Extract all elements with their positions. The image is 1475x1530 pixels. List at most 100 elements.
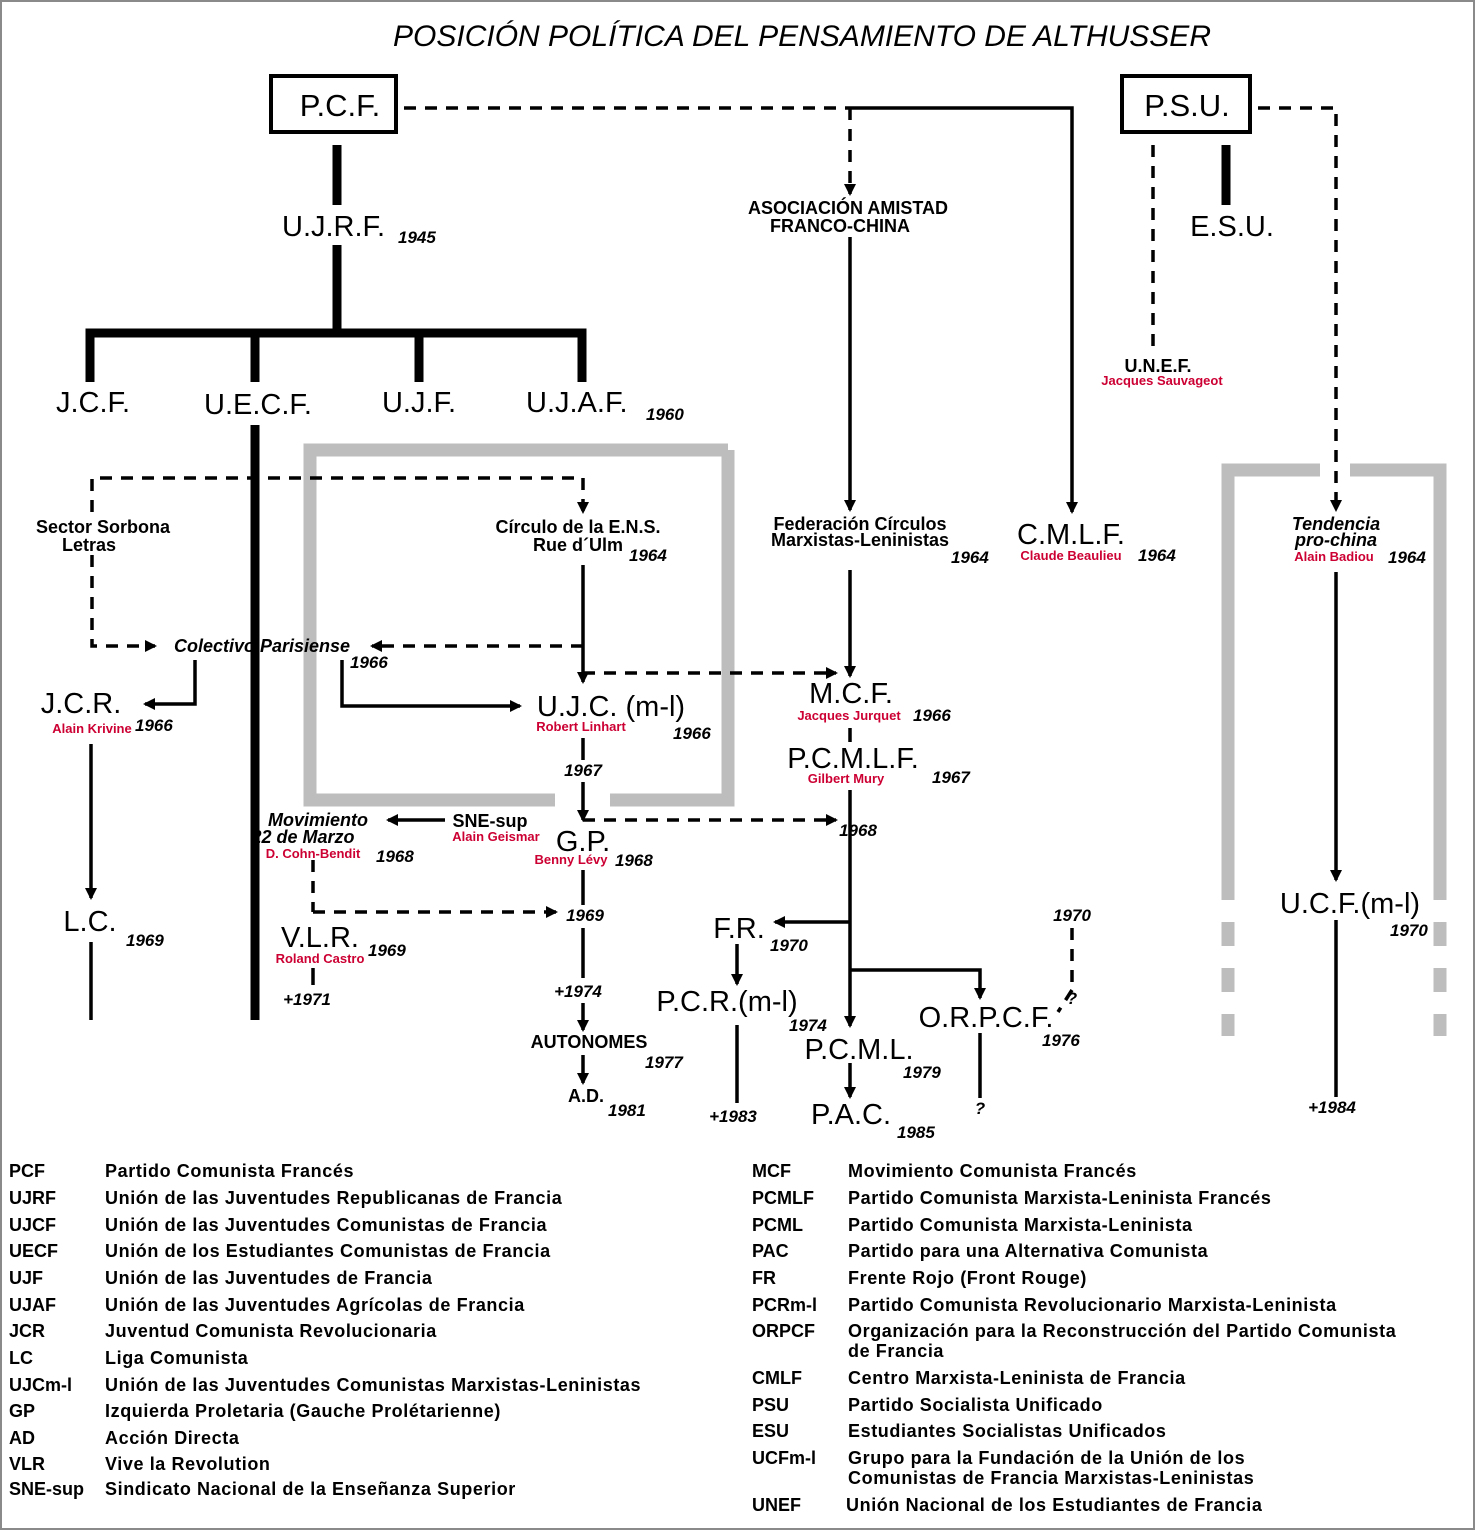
ens-label-2[interactable]: Rue d´Ulm xyxy=(533,535,623,555)
pcml-year: 1979 xyxy=(903,1063,941,1082)
cmlf-label[interactable]: C.M.L.F. xyxy=(1017,519,1125,551)
ujaf-year: 1960 xyxy=(646,405,684,424)
asoc-label-1[interactable]: ASOCIACIÓN AMISTAD xyxy=(748,197,948,218)
legend-abbr: PAC xyxy=(752,1241,789,1261)
legend-abbr: PSU xyxy=(752,1395,789,1415)
gp-end: +1974 xyxy=(554,982,602,1001)
vlr-person: Roland Castro xyxy=(276,951,365,966)
vlr-end: +1971 xyxy=(283,990,331,1009)
legend-def: Centro Marxista-Leninista de Francia xyxy=(848,1368,1186,1388)
mov-label-2[interactable]: 22 de Marzo xyxy=(250,827,354,847)
gp-label[interactable]: G.P. xyxy=(556,826,610,858)
ujaf-label[interactable]: U.J.A.F. xyxy=(526,387,628,419)
pcmlf-gp-year: 1968 xyxy=(839,821,877,840)
pcmlf-to-orpcf-line xyxy=(850,968,986,1000)
legend-def: Unión de las Juventudes Comunistas de Fr… xyxy=(105,1215,547,1235)
sorbona-label-1[interactable]: Sector Sorbona xyxy=(36,517,171,537)
unef-person: Jacques Sauvageot xyxy=(1101,373,1223,388)
pcf-box[interactable] xyxy=(269,74,398,134)
pcr-year: 1974 xyxy=(789,1016,827,1035)
pac-label[interactable]: P.A.C. xyxy=(811,1099,891,1131)
legend-abbr: UJAF xyxy=(9,1295,56,1315)
ujc-gp-year: 1967 xyxy=(564,761,603,780)
legend-abbr: ORPCF xyxy=(752,1321,815,1341)
lc-label[interactable]: L.C. xyxy=(63,906,116,938)
legend-abbr: ESU xyxy=(752,1421,789,1441)
orpcf-question-2: ? xyxy=(975,1099,986,1118)
pcf-label[interactable]: P.C.F. xyxy=(300,88,380,123)
legend-abbr: CMLF xyxy=(752,1368,802,1388)
legend-def: Organización para la Reconstrucción del … xyxy=(848,1321,1397,1341)
psu-label[interactable]: P.S.U. xyxy=(1144,88,1230,123)
snesup-label[interactable]: SNE-sup xyxy=(452,811,527,831)
diagram-title: POSICIÓN POLÍTICA DEL PENSAMIENTO DE ALT… xyxy=(393,20,1211,53)
legend-def: Partido para una Alternativa Comunista xyxy=(848,1241,1209,1261)
cmlf-person: Claude Beaulieu xyxy=(1020,548,1121,563)
legend-def: Vive la Revolution xyxy=(105,1454,271,1474)
fr-label[interactable]: F.R. xyxy=(713,913,765,945)
ens-sorbona-dashed-line xyxy=(90,476,589,514)
thick-lines xyxy=(85,145,1231,1020)
legend-right: MCF Movimiento Comunista Francés PCMLF P… xyxy=(752,1161,1397,1515)
ujc-label[interactable]: U.J.C. (m-l) xyxy=(537,691,685,723)
autonomes-year: 1977 xyxy=(645,1053,684,1072)
unef-label[interactable]: U.N.E.F. xyxy=(1124,356,1191,376)
vlr-label[interactable]: V.L.R. xyxy=(281,922,359,954)
ad-year: 1981 xyxy=(608,1101,646,1120)
pcmlf-year: 1967 xyxy=(932,768,971,787)
colectivo-to-jcr-line xyxy=(143,660,197,710)
asoc-label-2[interactable]: FRANCO-CHINA xyxy=(770,216,910,236)
ujrf-label[interactable]: U.J.R.F. xyxy=(282,211,385,243)
esu-label[interactable]: E.S.U. xyxy=(1190,211,1274,243)
mcf-person: Jacques Jurquet xyxy=(797,708,901,723)
legend-def: Partido Comunista Francés xyxy=(105,1161,354,1181)
ens-label-1[interactable]: Círculo de la E.N.S. xyxy=(495,517,660,537)
ens-group-frame xyxy=(303,443,735,807)
legend-abbr: GP xyxy=(9,1401,35,1421)
node-labels: P.C.F. P.S.U. U.J.R.F. 1945 E.S.U. ASOCI… xyxy=(36,88,1428,1142)
legend-left: PCF Partido Comunista Francés UJRF Unión… xyxy=(9,1161,641,1499)
legend-def: Grupo para la Fundación de la Unión de l… xyxy=(848,1448,1245,1468)
legend-def: Frente Rojo (Front Rouge) xyxy=(848,1268,1087,1288)
pcr-label[interactable]: P.C.R.(m-l) xyxy=(656,986,797,1018)
cmlf-year: 1964 xyxy=(1138,546,1176,565)
sorbona-label-2[interactable]: Letras xyxy=(62,535,116,555)
jcf-label[interactable]: J.C.F. xyxy=(56,387,130,419)
mov-person: D. Cohn-Bendit xyxy=(266,846,361,861)
psu-box[interactable] xyxy=(1120,74,1252,134)
legend-def: Movimiento Comunista Francés xyxy=(848,1161,1137,1181)
vlr-year: 1969 xyxy=(368,941,406,960)
mcf-year: 1966 xyxy=(913,706,951,725)
tendencia-label-1[interactable]: Tendencia xyxy=(1292,514,1380,534)
sorbona-to-colectivo-dashed-line xyxy=(90,555,157,652)
uecf-label[interactable]: U.E.C.F. xyxy=(204,389,312,421)
dashed-lines xyxy=(90,106,1342,1013)
fed-label-2[interactable]: Marxistas-Leninistas xyxy=(771,530,949,550)
pcmlf-label[interactable]: P.C.M.L.F. xyxy=(787,743,919,775)
tendencia-label-2[interactable]: pro-china xyxy=(1294,530,1377,550)
legend-abbr: FR xyxy=(752,1268,776,1288)
mov-label-1[interactable]: Movimiento xyxy=(268,810,368,830)
pcml-label[interactable]: P.C.M.L. xyxy=(804,1034,913,1066)
legend-abbr: VLR xyxy=(9,1454,45,1474)
jcr-label[interactable]: J.C.R. xyxy=(41,688,122,720)
orpcf-label[interactable]: O.R.P.C.F. xyxy=(919,1002,1054,1034)
legend-abbr: PCRm-l xyxy=(752,1295,817,1315)
mcf-label[interactable]: M.C.F. xyxy=(809,678,893,710)
legend-def: Acción Directa xyxy=(105,1428,240,1448)
fed-label-1[interactable]: Federación Círculos xyxy=(773,514,946,534)
autonomes-label[interactable]: AUTONOMES xyxy=(531,1032,648,1052)
colectivo-label[interactable]: Colectivo Parisiense xyxy=(174,636,350,656)
legend-def: Estudiantes Socialistas Unificados xyxy=(848,1421,1167,1441)
cmlf-end-year: 1970 xyxy=(1053,906,1091,925)
pcr-end: +1983 xyxy=(709,1107,757,1126)
ucf-label[interactable]: U.C.F.(m-l) xyxy=(1280,888,1420,920)
psu-to-tendencia-dashed-line xyxy=(1258,106,1342,512)
ad-label[interactable]: A.D. xyxy=(568,1086,604,1106)
legend-abbr: UJCm-l xyxy=(9,1375,72,1395)
legend-def: Unión Nacional de los Estudiantes de Fra… xyxy=(846,1495,1263,1515)
ujf-label[interactable]: U.J.F. xyxy=(382,387,456,419)
legend-abbr: LC xyxy=(9,1348,33,1368)
lc-year: 1969 xyxy=(126,931,164,950)
cmlf-main-line xyxy=(850,106,1078,514)
